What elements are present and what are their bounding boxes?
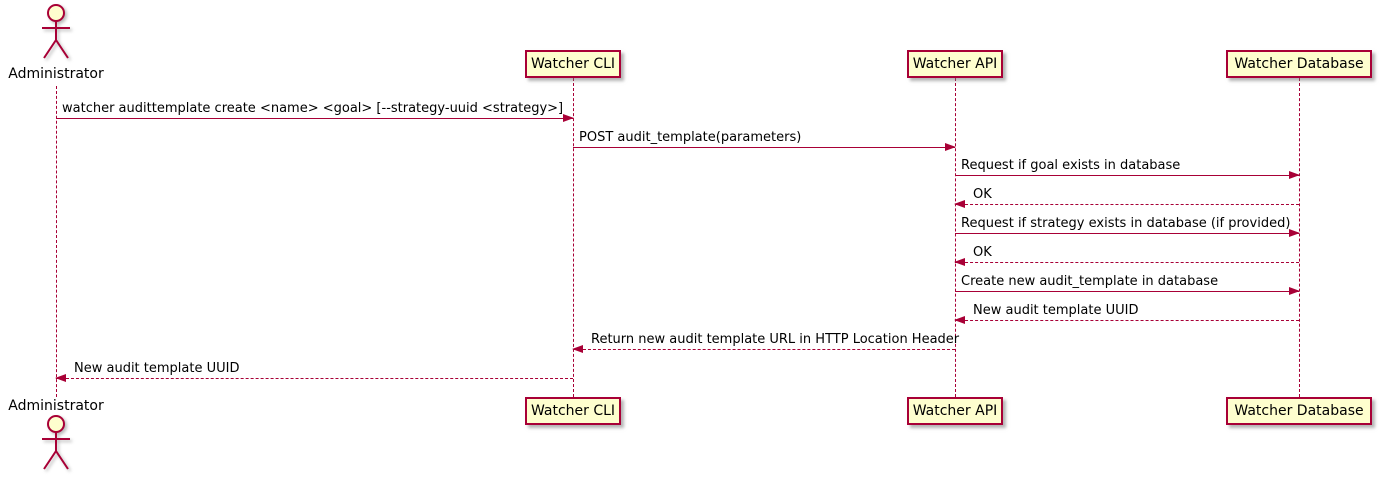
arrowhead-icon [945,143,956,151]
participant-label: Watcher API [912,56,998,72]
arrowhead-icon [55,374,66,382]
message-label: Request if strategy exists in database (… [961,216,1291,231]
message-line [955,233,1299,234]
lifeline-watcher-api [955,78,956,397]
message-line [955,204,1299,205]
participant-box-watcher-cli-bottom: Watcher CLI [525,397,621,425]
message-label: Return new audit template URL in HTTP Lo… [591,332,960,347]
message-1: watcher audittemplate create <name> <goa… [56,101,574,122]
message-9: Return new audit template URL in HTTP Lo… [572,332,960,353]
message-label: POST audit_template(parameters) [579,130,802,145]
participant-box-watcher-api-top: Watcher API [907,50,1003,78]
message-line [955,175,1299,176]
message-line [955,262,1299,263]
message-label: New audit template UUID [74,361,240,376]
message-4: OK [954,187,1299,208]
message-5: Request if strategy exists in database (… [955,216,1300,237]
arrowhead-icon [1289,287,1300,295]
lifeline-administrator [56,86,57,397]
arrowhead-icon [1289,171,1300,179]
arrowhead-icon [954,200,965,208]
arrowhead-icon [563,114,574,122]
message-8: New audit template UUID [954,303,1299,324]
actor-label-bottom: Administrator [8,398,104,414]
message-label: Create new audit_template in database [961,274,1219,289]
arrowhead-icon [1289,229,1300,237]
message-3: Request if goal exists in database [955,158,1300,179]
message-2: POST audit_template(parameters) [573,130,956,151]
participant-label: Watcher Database [1234,403,1364,419]
message-line [56,378,573,379]
arrowhead-icon [954,258,965,266]
participant-box-watcher-database-bottom: Watcher Database [1226,397,1372,425]
message-7: Create new audit_template in database [955,274,1300,295]
message-label: Request if goal exists in database [961,158,1181,173]
message-label: OK [973,245,992,260]
message-10: New audit template UUID [55,361,573,382]
message-line [573,147,955,148]
message-label: OK [973,187,992,202]
actor-icon [36,414,76,478]
participant-box-watcher-database-top: Watcher Database [1226,50,1372,78]
message-label: New audit template UUID [973,303,1139,318]
participant-box-watcher-api-bottom: Watcher API [907,397,1003,425]
participant-box-watcher-cli-top: Watcher CLI [525,50,621,78]
lifeline-watcher-cli [573,78,574,397]
participant-label: Watcher CLI [530,56,616,72]
arrowhead-icon [572,345,583,353]
message-line [955,320,1299,321]
message-label: watcher audittemplate create <name> <goa… [62,101,564,116]
participant-label: Watcher API [912,403,998,419]
message-line [955,291,1299,292]
arrowhead-icon [954,316,965,324]
message-line [56,118,573,119]
lifeline-watcher-database [1299,78,1300,397]
actor-icon [36,3,76,67]
message-line [573,349,955,350]
participant-label: Watcher Database [1234,56,1364,72]
actor-label-top: Administrator [8,66,104,82]
message-6: OK [954,245,1299,266]
participant-label: Watcher CLI [530,403,616,419]
